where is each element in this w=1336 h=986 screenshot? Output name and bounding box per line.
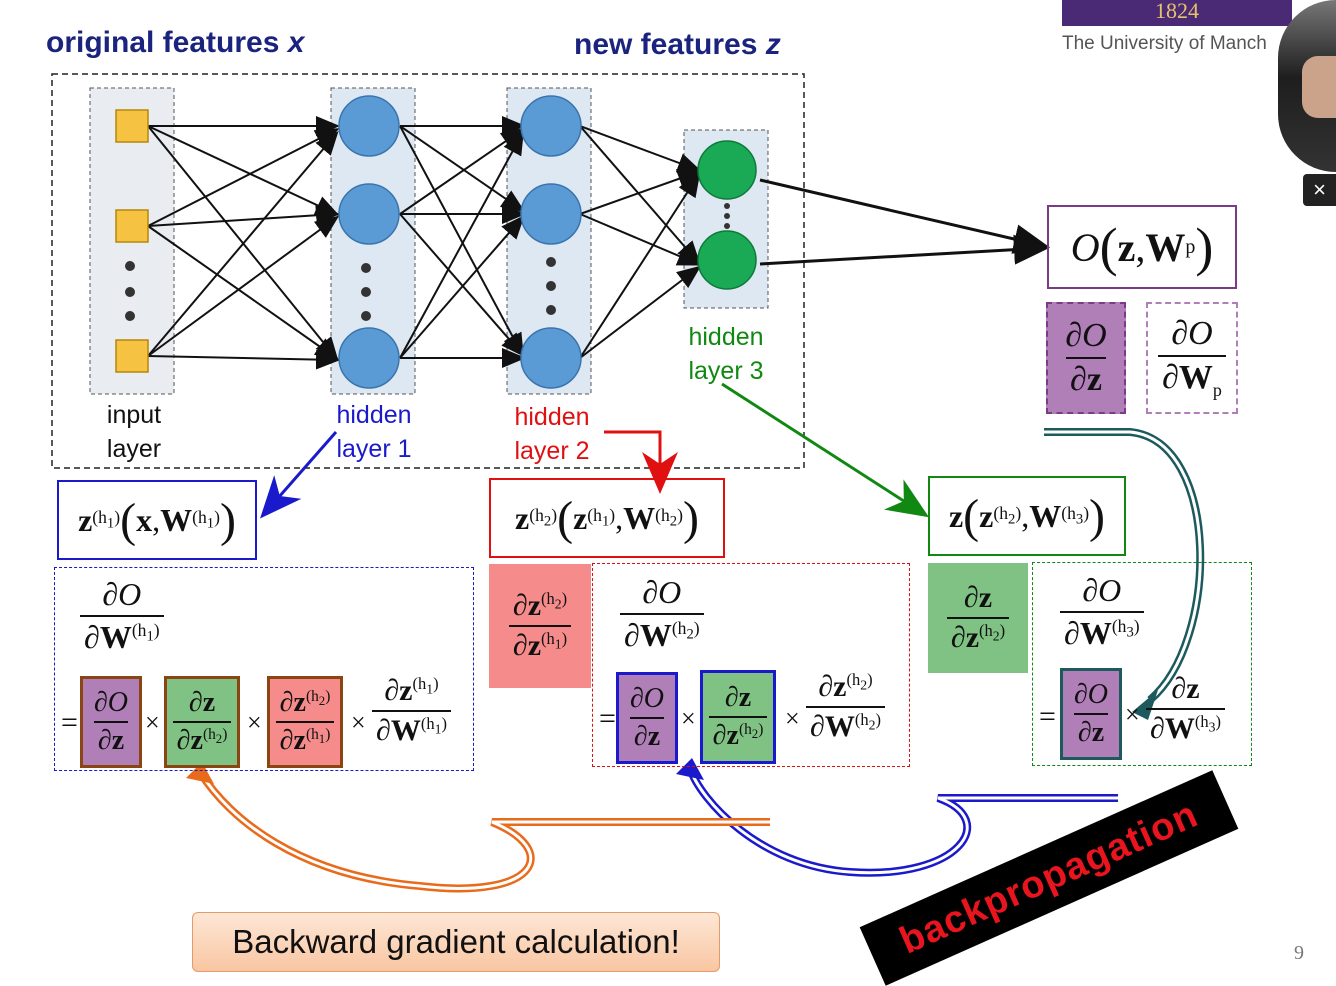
dO-dWh1-lhs: ∂O∂W(h1) [80, 576, 164, 656]
term-dz-dzh2-blue: ∂z∂z(h2) [700, 670, 776, 764]
connections-input-h1 [147, 116, 340, 370]
backward-gradient-banner: Backward gradient calculation! [192, 912, 720, 972]
term-dzh2-dWh2: ∂z(h2)∂W(h2) [806, 670, 885, 744]
connections-h1-h2 [399, 116, 526, 368]
title-new-features: new features z [574, 28, 781, 61]
hidden2-node [520, 183, 582, 245]
webcam-thumbnail[interactable] [1278, 0, 1336, 172]
orange-backprop-arrow [196, 769, 770, 893]
input-node [115, 209, 149, 243]
times-sign: × [1125, 700, 1140, 729]
arrow-h2-to-formula [604, 430, 678, 494]
term-dzh1-dWh1: ∂z(h1)∂W(h1) [372, 674, 451, 748]
equals-sign: = [1039, 700, 1056, 733]
times-sign: × [785, 704, 800, 733]
formula-z-h1: z(h1)(x,W(h1)) [57, 480, 257, 560]
hidden1-node [338, 183, 400, 245]
times-sign: × [351, 708, 366, 737]
hidden3-node [697, 140, 757, 200]
title-original-features: original features x [46, 26, 305, 59]
university-name: The University of Manch [1062, 33, 1267, 54]
connections-h2-h3 [579, 125, 702, 359]
gradient-block-h2 [592, 563, 910, 767]
close-webcam-button[interactable]: × [1303, 174, 1336, 206]
equals-sign: = [61, 706, 78, 739]
input-node [115, 339, 149, 373]
term-dzh2-dzh1: ∂z(h2)∂z(h1) [267, 676, 343, 768]
hidden1-node [338, 327, 400, 389]
term-dO-dz-h3: ∂O∂z [1060, 668, 1122, 760]
formula-z-h2: z(h2)(z(h1),W(h2)) [489, 478, 725, 558]
person-face [1302, 56, 1336, 118]
arrow-h3-to-formula [721, 382, 930, 518]
university-logo-bar: 1824 [1062, 0, 1292, 26]
times-sign: × [681, 704, 696, 733]
term-dO-dz-h2: ∂O∂z [616, 672, 678, 764]
network-frame [51, 73, 805, 469]
times-sign: × [145, 708, 160, 737]
gradient-block-h1 [54, 567, 474, 771]
input-node [115, 109, 149, 143]
term-dO-dz-h1: ∂O∂z [80, 676, 142, 768]
dO-dWh2-lhs: ∂O∂W(h2) [620, 574, 704, 654]
connections-h3-output [759, 178, 1050, 266]
hidden2-node [520, 327, 582, 389]
dO-dWh3-lhs: ∂O∂W(h3) [1060, 572, 1144, 652]
dO-dWp-box: ∂O∂Wp [1146, 302, 1238, 414]
page-number: 9 [1294, 942, 1304, 964]
hidden2-node [520, 95, 582, 157]
times-sign: × [247, 708, 262, 737]
close-icon: × [1313, 177, 1326, 202]
term-dz-dzh2-green: ∂z∂z(h2) [928, 563, 1028, 673]
term-dz-dWh3: ∂z∂W(h3) [1146, 672, 1225, 746]
gradient-block-h3 [1032, 562, 1252, 766]
equals-sign: = [599, 702, 616, 735]
term-dz-dzh2: ∂z∂z(h2) [164, 676, 240, 768]
arrow-h1-to-formula [260, 431, 338, 519]
hidden1-node [338, 95, 400, 157]
formula-z-h3: z(z(h2),W(h3)) [928, 476, 1126, 556]
dO-dz-box: ∂O∂z [1046, 302, 1126, 414]
hidden3-node [697, 230, 757, 290]
term-dzh2-dzh1-red: ∂z(h2)∂z(h1) [489, 564, 591, 688]
